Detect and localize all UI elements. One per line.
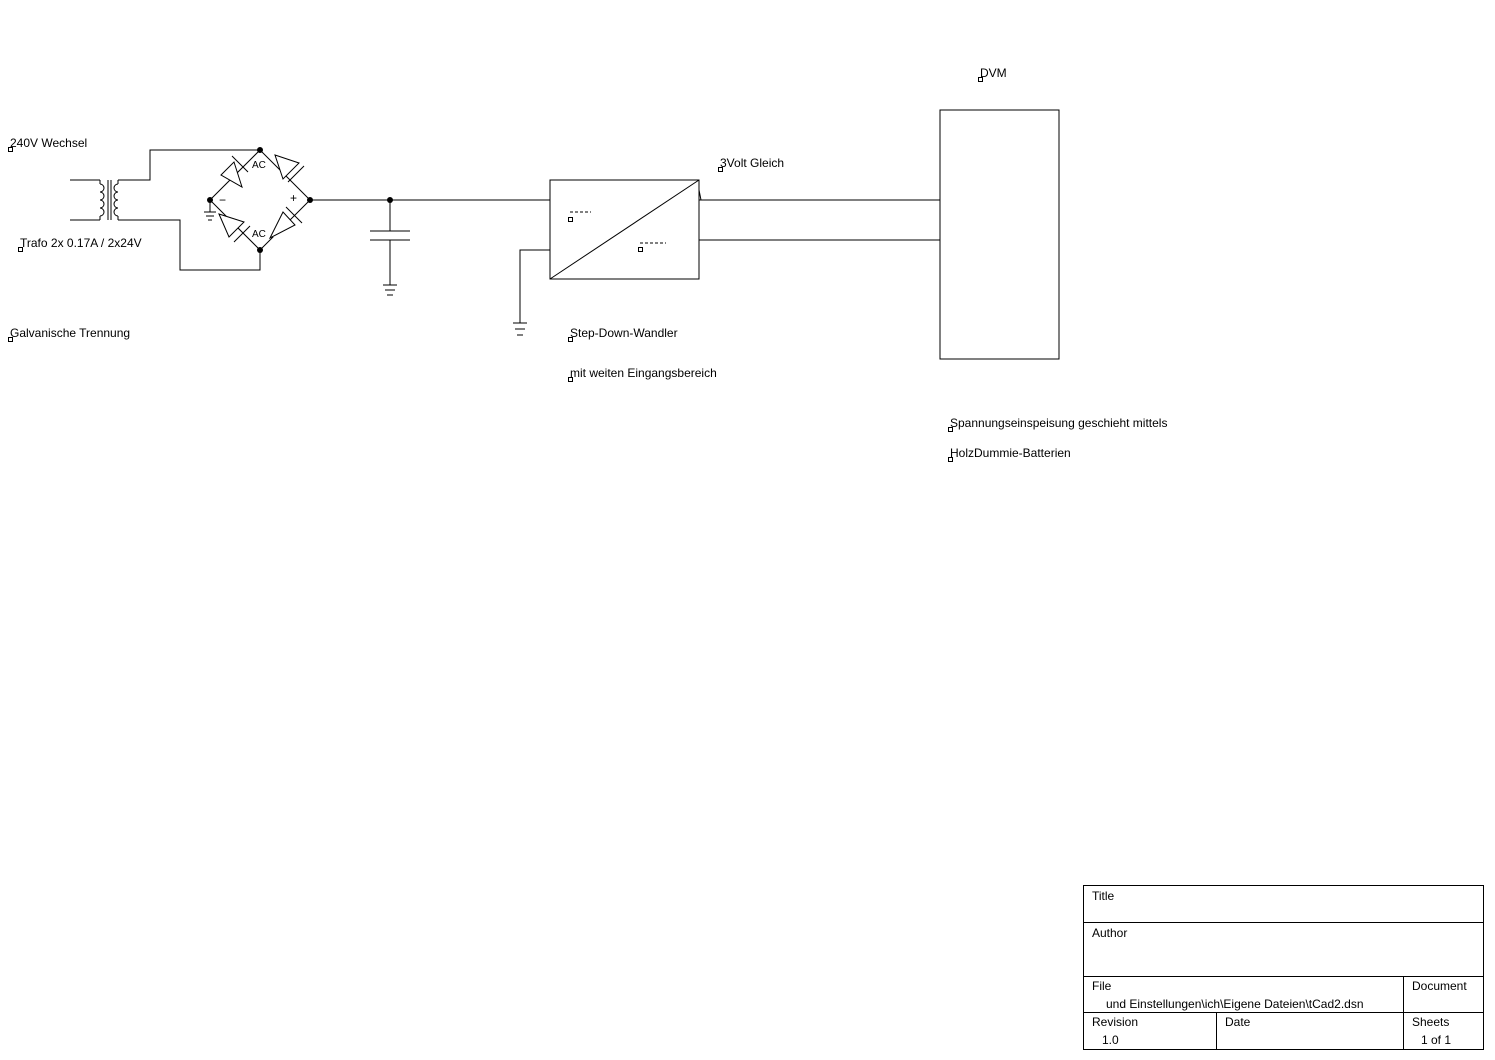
author-caption: Author <box>1092 926 1128 940</box>
supply-note-2-label: HolzDummie-Batterien <box>950 446 1071 460</box>
dvm-label: DVM <box>980 66 1007 80</box>
junction-dot <box>257 147 263 153</box>
junction-dot <box>207 197 213 203</box>
label-anchor <box>8 147 13 152</box>
capacitor[interactable] <box>370 200 410 296</box>
bridge-rectifier[interactable] <box>204 149 311 251</box>
dvm-box[interactable] <box>939 109 1060 360</box>
document-caption: Document <box>1412 979 1467 993</box>
date-cell: Date <box>1217 1013 1404 1049</box>
converter-pin-anchor <box>568 217 573 222</box>
date-caption: Date <box>1225 1015 1251 1029</box>
sheets-value: 1 of 1 <box>1421 1033 1452 1047</box>
junction-dot <box>257 247 263 253</box>
supply-note-1-label: Spannungseinspeisung geschieht mittels <box>950 416 1168 430</box>
ac-input-label: 240V Wechsel <box>10 136 88 150</box>
bridge-ac-bottom-label: AC <box>252 229 266 240</box>
title-block: Title Author File und Einstellungen\ich\… <box>1083 885 1484 1050</box>
file-cell: File und Einstellungen\ich\Eigene Dateie… <box>1084 977 1404 1013</box>
document-cell: Document <box>1404 977 1483 1013</box>
label-anchor <box>718 167 723 172</box>
title-cell: Title <box>1084 886 1483 923</box>
label-anchor <box>948 427 953 432</box>
step-down-converter-box[interactable] <box>549 179 702 280</box>
output-voltage-label: 3Volt Gleich <box>720 156 785 170</box>
label-anchor <box>8 337 13 342</box>
label-anchor <box>948 457 953 462</box>
label-anchor <box>18 247 23 252</box>
revision-value: 1.0 <box>1102 1033 1119 1047</box>
converter-name-label: Step-Down-Wandler <box>570 326 678 340</box>
label-anchor <box>568 337 573 342</box>
revision-cell: Revision 1.0 <box>1084 1013 1217 1049</box>
title-caption: Title <box>1092 889 1115 903</box>
sheets-caption: Sheets <box>1412 1015 1450 1029</box>
sheets-cell: Sheets 1 of 1 <box>1404 1013 1483 1049</box>
bridge-minus-label: − <box>219 193 226 207</box>
revision-caption: Revision <box>1092 1015 1139 1029</box>
junction-dot <box>307 197 313 203</box>
author-cell: Author <box>1084 923 1483 977</box>
converter-pin-anchor <box>638 247 643 252</box>
bridge-ac-top-label: AC <box>252 160 266 171</box>
label-anchor <box>978 77 983 82</box>
transformer-symbol[interactable] <box>70 149 261 271</box>
file-caption: File <box>1092 979 1112 993</box>
converter-ground <box>513 249 550 336</box>
label-anchor <box>568 377 573 382</box>
transformer-label: Trafo 2x 0.17A / 2x24V <box>20 236 142 250</box>
file-value: und Einstellungen\ich\Eigene Dateien\tCa… <box>1106 997 1364 1011</box>
junction-dot <box>387 197 393 203</box>
bridge-plus-label: + <box>290 191 297 205</box>
converter-note-label: mit weiten Eingangsbereich <box>570 366 717 380</box>
isolation-label: Galvanische Trennung <box>10 326 131 340</box>
